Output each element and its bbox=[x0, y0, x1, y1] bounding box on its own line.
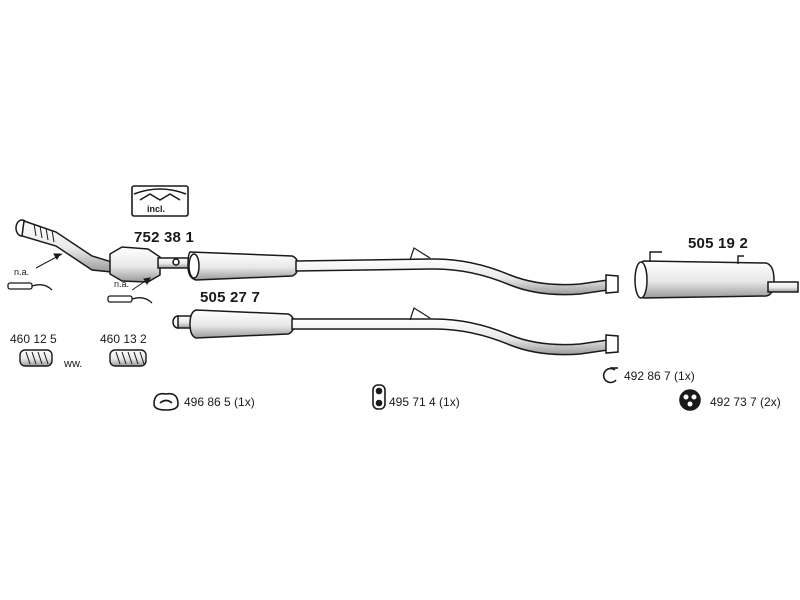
rubber-ring-icon bbox=[153, 392, 179, 411]
part-number-rear-silencer: 505 19 2 bbox=[688, 235, 748, 252]
part-number-rubber-ring: 496 86 5 (1x) bbox=[184, 395, 255, 409]
pipe-clamp-icon bbox=[602, 367, 618, 384]
flex-gasket-icon bbox=[19, 349, 147, 367]
rear-silencer bbox=[634, 251, 799, 299]
rubber-mount-icon bbox=[679, 389, 701, 411]
sensor-na-label-2: n.a. bbox=[114, 279, 130, 289]
sensor-na-label-1: n.a. bbox=[14, 267, 30, 277]
middle-silencer-assembly bbox=[172, 307, 619, 356]
part-number-gasket-a: 460 12 5 bbox=[10, 332, 57, 346]
part-number-rubber-mount: 492 73 7 (2x) bbox=[710, 395, 781, 409]
part-number-gasket-b: 460 13 2 bbox=[100, 332, 147, 346]
part-number-catalyst: 752 38 1 bbox=[134, 229, 194, 246]
rubber-hanger-icon bbox=[372, 384, 386, 410]
part-number-hanger: 495 71 4 (1x) bbox=[389, 395, 460, 409]
kit-note-label: incl. bbox=[147, 204, 166, 214]
kit-box-icon bbox=[131, 185, 189, 217]
lambda-sensor-icon bbox=[7, 282, 153, 304]
part-number-middle-pipe: 505 27 7 bbox=[200, 289, 260, 306]
catalyst-assembly bbox=[15, 219, 299, 283]
gasket-ww-label: ww. bbox=[64, 358, 83, 370]
tail-pipe-upper bbox=[295, 247, 619, 296]
sensor-leaders bbox=[35, 253, 151, 291]
part-number-clamp: 492 86 7 (1x) bbox=[624, 369, 695, 383]
